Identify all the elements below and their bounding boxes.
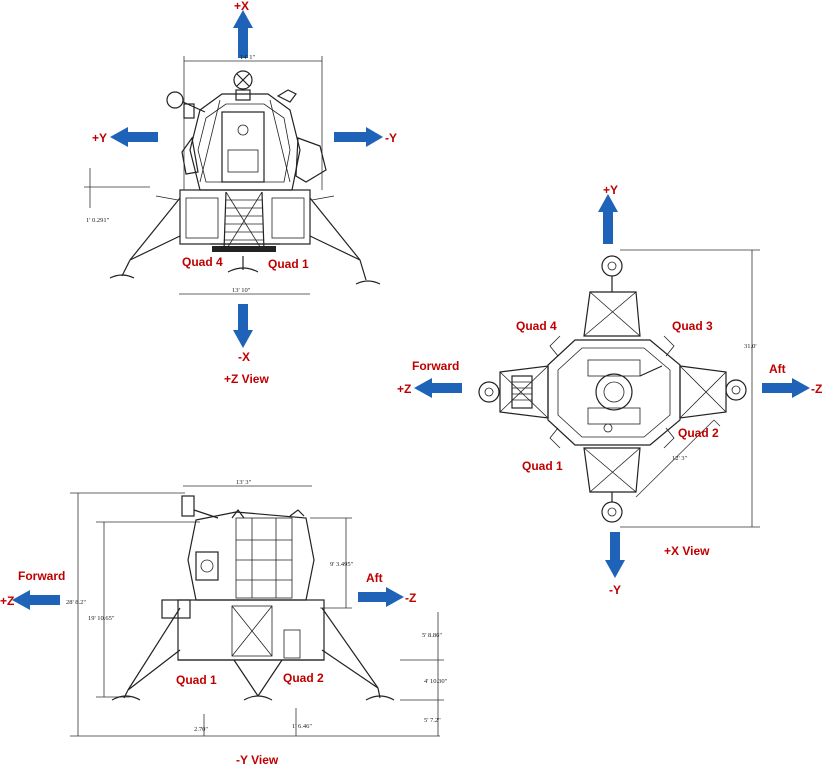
plus-z-view: +X +Y -Y -X +Z View 14' 1" 13' 10" xyxy=(84,0,397,386)
svg-text:13' 10": 13' 10" xyxy=(232,287,251,294)
quad-label-1-x: Quad 1 xyxy=(522,459,563,473)
svg-text:13' 3": 13' 3" xyxy=(236,479,252,486)
svg-text:14' 1": 14' 1" xyxy=(240,54,256,61)
view-title-plus-z: +Z View xyxy=(224,372,269,386)
svg-text:9' 3.495": 9' 3.495" xyxy=(330,561,354,568)
svg-text:4' 10.30": 4' 10.30" xyxy=(424,678,448,685)
direction-aft-y: Aft xyxy=(366,571,383,585)
quad-label-2-x: Quad 2 xyxy=(678,426,719,440)
lunar-module-side-drawing xyxy=(111,495,395,701)
dimension-top-width-y: 13' 3" xyxy=(183,479,312,487)
svg-text:5' 8.86": 5' 8.86" xyxy=(422,632,442,639)
axis-label-plus-y-top: +Y xyxy=(603,183,618,197)
axis-label-minus-y-right: -Y xyxy=(385,131,397,145)
landing-leg-left-y xyxy=(111,607,181,701)
dimension-bottom-small-y: 2.70" 1' 6.46" xyxy=(194,708,312,736)
quad-label-4-x: Quad 4 xyxy=(516,319,557,333)
dimension-overall-height-y: 28' 8.2" xyxy=(66,492,440,737)
axis-label-plus-z-left: +Z xyxy=(397,382,411,396)
direction-aft-x: Aft xyxy=(769,362,786,376)
landing-leg-right xyxy=(309,195,381,285)
svg-text:28' 8.2": 28' 8.2" xyxy=(66,599,86,606)
axis-arrow-minus-x-bottom xyxy=(233,304,253,348)
landing-leg-center xyxy=(227,256,259,273)
axis-label-plus-y-left: +Y xyxy=(92,131,107,145)
svg-text:5' 7.2": 5' 7.2" xyxy=(424,717,441,724)
axis-label-minus-z-y: -Z xyxy=(405,591,416,605)
dimension-ascent-height-y: 9' 3.495" xyxy=(310,517,354,609)
lunar-module-top-drawing xyxy=(478,255,747,523)
view-title-plus-x: +X View xyxy=(664,544,710,558)
axis-arrow-minus-y-bottom xyxy=(605,532,625,578)
axis-arrow-minus-y-right xyxy=(334,127,383,147)
dimension-diagonal-x: 12' 3" xyxy=(635,419,721,498)
direction-forward-x: Forward xyxy=(412,359,459,373)
quad-label-1-z: Quad 1 xyxy=(268,257,309,271)
direction-forward-y: Forward xyxy=(18,569,65,583)
plus-x-view: +Y +Z Forward -Z Aft -Y +X View 31.0' xyxy=(397,183,822,597)
dimension-width-bottom: 13' 10" xyxy=(179,287,310,295)
svg-text:31.0': 31.0' xyxy=(744,343,757,350)
view-title-minus-y: -Y View xyxy=(236,753,279,767)
axis-arrow-minus-z-right xyxy=(762,378,810,398)
landing-leg-right-y xyxy=(321,607,395,701)
dimension-inner-height-y: 19' 10.65" xyxy=(88,521,200,698)
axis-arrow-plus-y-top xyxy=(598,194,618,244)
axis-label-minus-y-bottom: -Y xyxy=(609,583,621,597)
landing-leg-center-y xyxy=(233,659,283,701)
axis-label-minus-z-right: -Z xyxy=(811,382,822,396)
leg-right-x xyxy=(679,365,747,419)
leg-bottom-x xyxy=(583,447,641,523)
dimension-height-left: 1' 0.291" xyxy=(84,168,150,224)
dimension-right-stack-y: 5' 8.86" 4' 10.30" 5' 7.2" xyxy=(400,612,448,736)
svg-text:19' 10.65": 19' 10.65" xyxy=(88,615,115,622)
lunar-module-front-drawing xyxy=(109,70,381,285)
axis-label-plus-z-y: +Z xyxy=(0,594,14,608)
axis-label-minus-x-bottom: -X xyxy=(238,350,250,364)
quad-label-1-y: Quad 1 xyxy=(176,673,217,687)
axis-arrow-minus-z-right-y xyxy=(358,587,404,607)
svg-text:1' 0.291": 1' 0.291" xyxy=(86,217,110,224)
axis-arrow-plus-z-left-y xyxy=(12,590,60,610)
svg-text:12' 3": 12' 3" xyxy=(672,455,688,462)
axis-label-plus-x-top: +X xyxy=(234,0,249,13)
dimension-width-top: 14' 1" xyxy=(183,54,323,190)
leg-left-x xyxy=(478,365,549,419)
quad-label-2-y: Quad 2 xyxy=(283,671,324,685)
axis-arrow-plus-z-left xyxy=(414,378,462,398)
leg-top-x xyxy=(583,255,641,337)
quad-label-4-z: Quad 4 xyxy=(182,255,223,269)
svg-text:2.70": 2.70" xyxy=(194,726,208,733)
minus-y-view: +Z Forward -Z Aft -Y View 13' 3" 28' 8.2… xyxy=(0,479,448,767)
svg-text:1' 6.46": 1' 6.46" xyxy=(292,723,312,730)
quad-label-3-x: Quad 3 xyxy=(672,319,713,333)
axis-arrow-plus-y-left xyxy=(110,127,158,147)
axis-arrow-plus-x-top xyxy=(233,10,253,58)
dimension-overall-x: 31.0' xyxy=(620,249,760,528)
landing-leg-left xyxy=(109,195,181,279)
ladder xyxy=(223,191,265,251)
